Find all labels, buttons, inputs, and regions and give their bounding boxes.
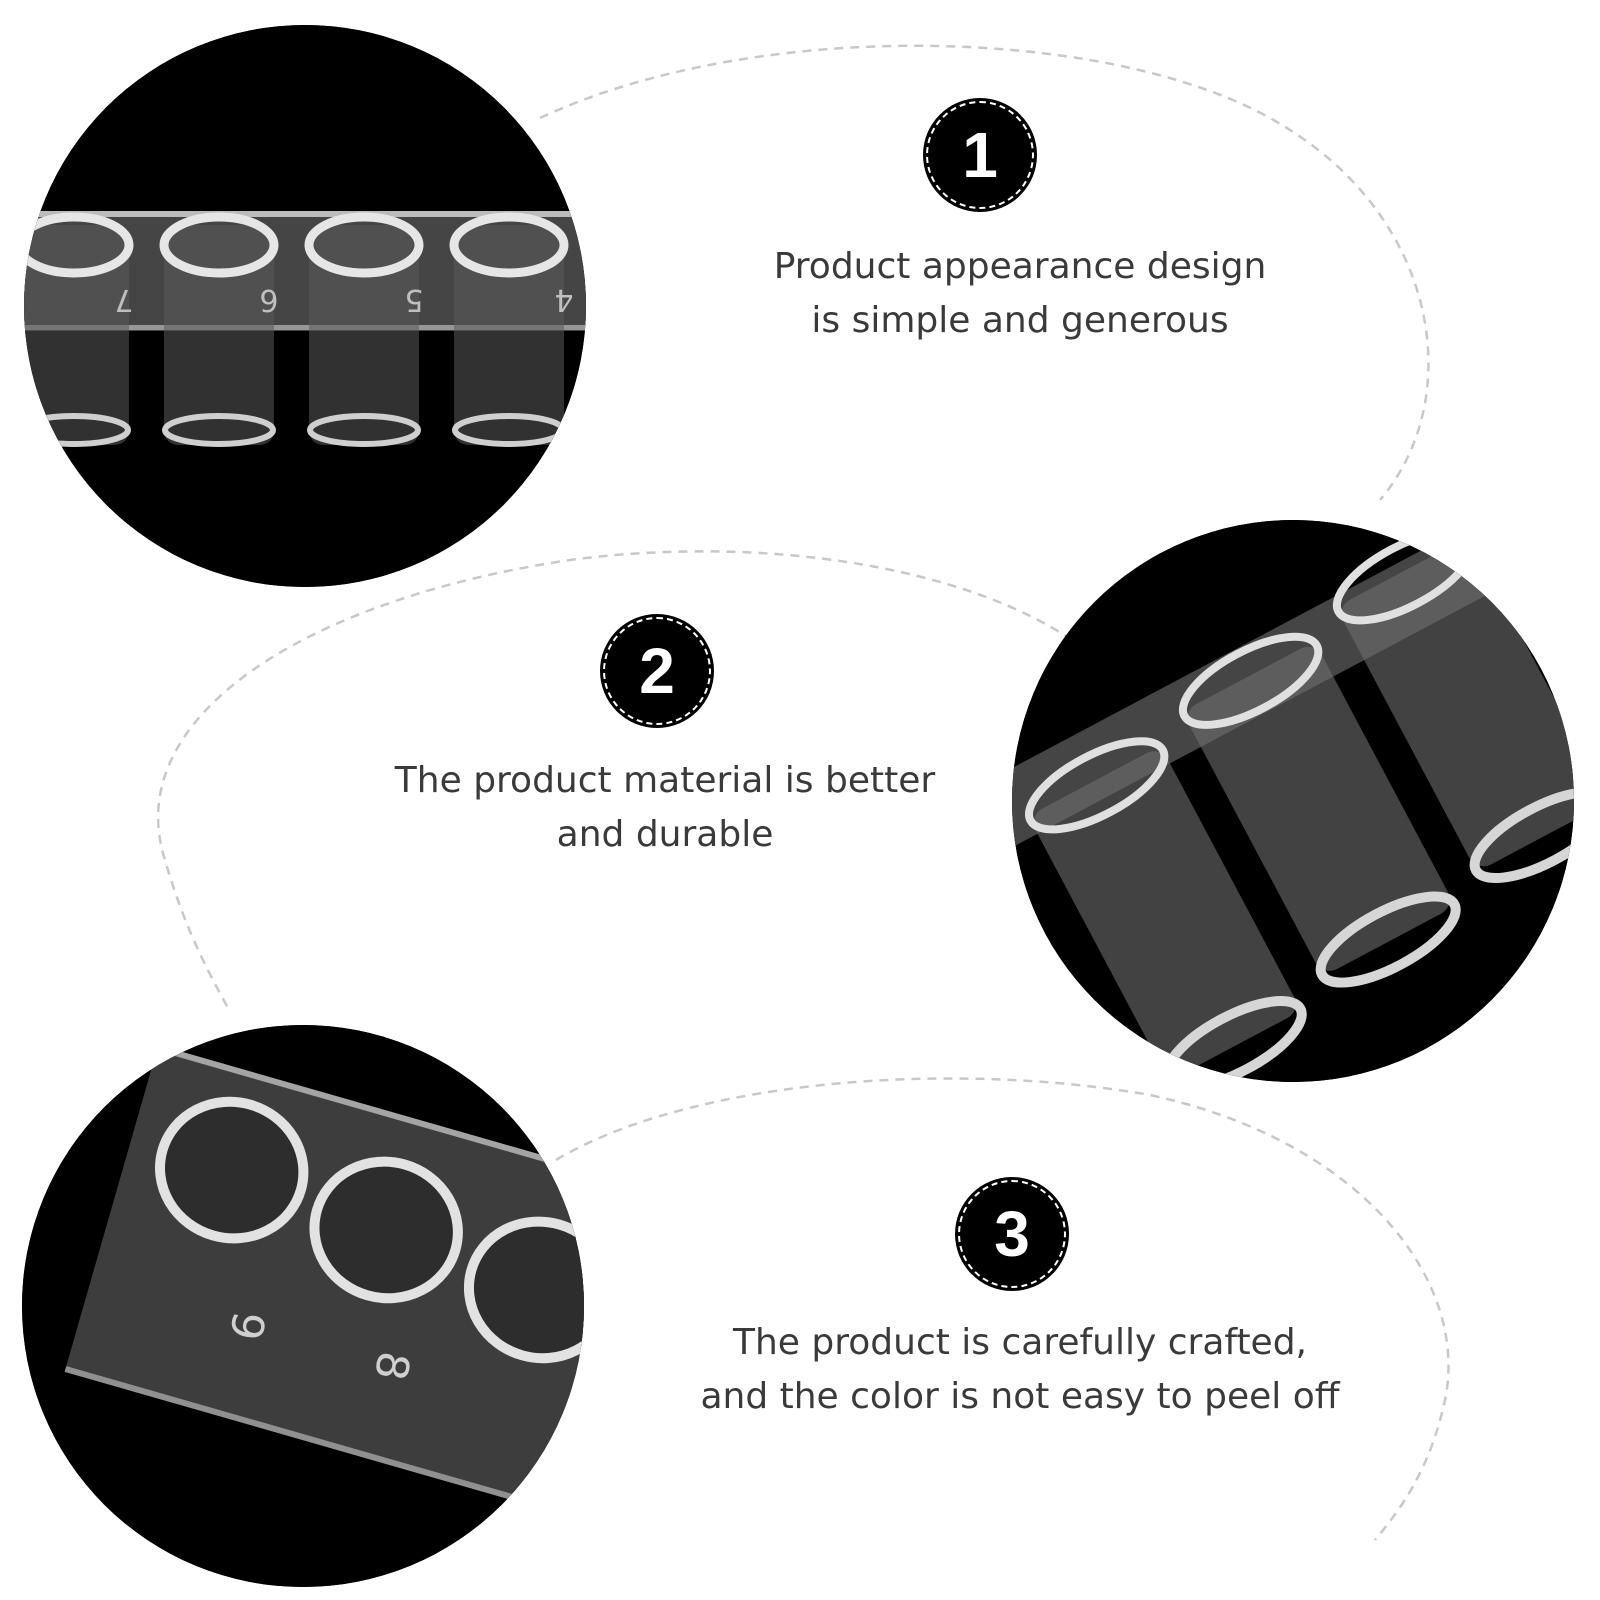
tube-strip-angled-photo-icon	[1012, 520, 1574, 1082]
caption-line: Product appearance design	[773, 246, 1267, 287]
connector-line-3	[555, 1077, 1450, 1541]
caption-line: The product material is better	[394, 760, 936, 801]
step-number: 3	[994, 1198, 1030, 1270]
tube-strip-top-photo-icon: 9 8	[22, 1025, 584, 1587]
step-number: 2	[639, 635, 675, 707]
strip-number: 5	[404, 282, 423, 317]
strip-number: 7	[114, 282, 133, 317]
step-badge-3: 3	[955, 1177, 1069, 1291]
caption-line: and durable	[556, 814, 774, 855]
connector-line-1	[539, 44, 1430, 501]
feature-caption-3: The product is carefully crafted, and th…	[660, 1316, 1380, 1424]
step-number: 1	[962, 119, 998, 191]
strip-number: 4	[554, 282, 573, 317]
tube-strip-front-photo-icon: 7 6 5 4	[24, 25, 586, 587]
step-badge-2: 2	[600, 614, 714, 728]
caption-line: and the color is not easy to peel off	[700, 1376, 1340, 1417]
connector-line-2	[156, 550, 1073, 1009]
step-badge-1: 1	[923, 98, 1037, 212]
feature-caption-1: Product appearance design is simple and …	[720, 240, 1320, 348]
feature-caption-2: The product material is better and durab…	[365, 754, 965, 862]
caption-line: The product is carefully crafted,	[732, 1322, 1307, 1363]
caption-line: is simple and generous	[811, 300, 1229, 341]
strip-number: 6	[259, 282, 278, 317]
